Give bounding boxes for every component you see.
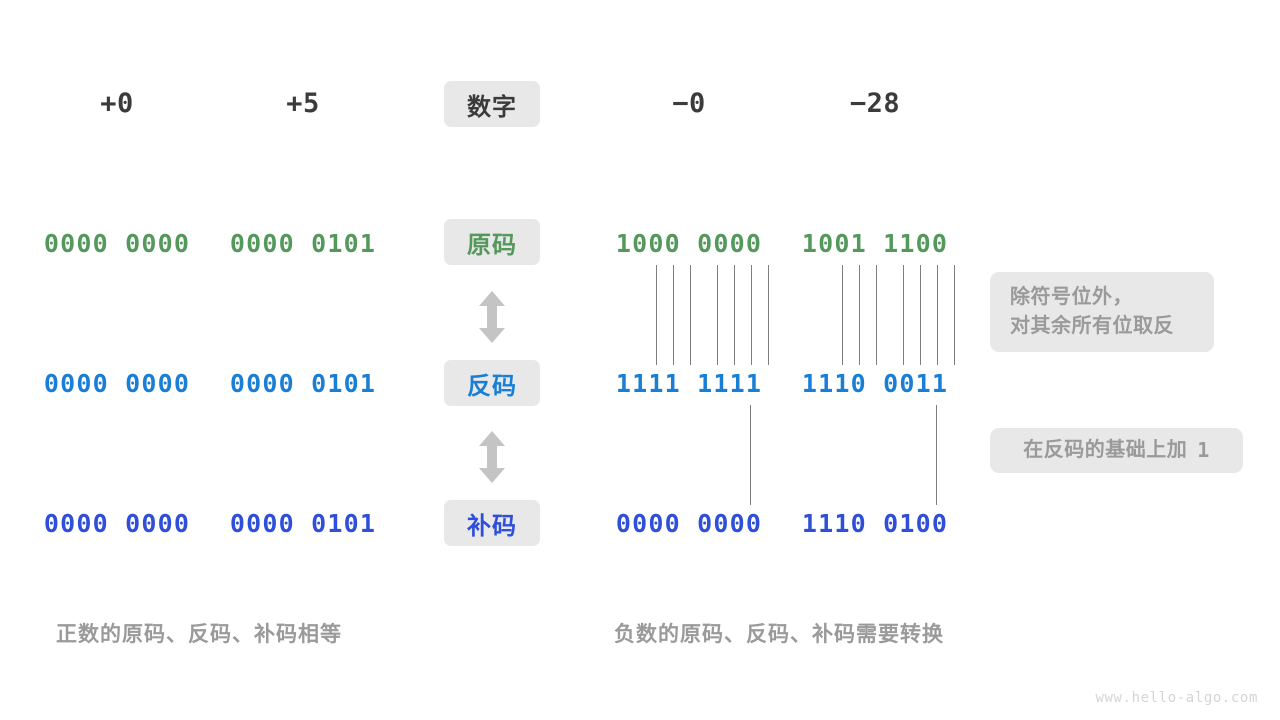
- carry-connector-neg0: [750, 405, 751, 505]
- carry-connector-neg28: [936, 405, 937, 505]
- value-buma-pos0: 0000 0000: [43, 509, 191, 538]
- column-header-pos5: +5: [286, 88, 320, 119]
- double-arrow-icon-fanma-buma: [477, 431, 507, 488]
- bit-connector-neg0-b8: [768, 265, 769, 365]
- bit-connector-neg0-b3: [673, 265, 674, 365]
- column-header-pos0: +0: [100, 88, 134, 119]
- row-label-yuanma: 原码: [444, 219, 540, 265]
- bit-connector-neg0-b7: [751, 265, 752, 365]
- bit-connector-neg0-b4: [690, 265, 691, 365]
- annotation-add-one-value: 1: [1197, 438, 1210, 462]
- annotation-invert-bits: 除符号位外， 对其余所有位取反: [990, 272, 1214, 352]
- bit-connector-neg28-b2: [842, 265, 843, 365]
- bit-connector-neg0-b2: [656, 265, 657, 365]
- row-label-fanma: 反码: [444, 360, 540, 406]
- column-header-neg0: −0: [672, 88, 706, 119]
- annotation-invert-bits-line2: 对其余所有位取反: [1010, 315, 1174, 337]
- value-fanma-pos0: 0000 0000: [43, 369, 191, 398]
- caption-negative: 负数的原码、反码、补码需要转换: [614, 623, 944, 646]
- value-fanma-neg28: 1110 0011: [801, 369, 949, 398]
- value-yuanma-neg0: 1000 0000: [615, 229, 763, 258]
- bit-connector-neg28-b6: [920, 265, 921, 365]
- value-yuanma-neg28: 1001 1100: [801, 229, 949, 258]
- bit-connector-neg28-b7: [937, 265, 938, 365]
- value-yuanma-pos5: 0000 0101: [229, 229, 377, 258]
- value-buma-neg0: 0000 0000: [615, 509, 763, 538]
- value-fanma-pos5: 0000 0101: [229, 369, 377, 398]
- annotation-add-one-text: 在反码的基础上加: [1023, 439, 1188, 461]
- column-header-neg28: −28: [849, 88, 901, 119]
- bit-connector-neg0-b6: [734, 265, 735, 365]
- watermark: www.hello-algo.com: [1095, 690, 1258, 706]
- annotation-add-one: 在反码的基础上加 1: [990, 428, 1243, 473]
- bit-connector-neg28-b4: [876, 265, 877, 365]
- value-fanma-neg0: 1111 1111: [615, 369, 763, 398]
- bit-connector-neg28-b3: [859, 265, 860, 365]
- row-header-label-number: 数字: [444, 81, 540, 127]
- value-yuanma-pos0: 0000 0000: [43, 229, 191, 258]
- double-arrow-icon-yuanma-fanma: [477, 291, 507, 348]
- bit-connector-neg28-b8: [954, 265, 955, 365]
- value-buma-pos5: 0000 0101: [229, 509, 377, 538]
- row-label-buma: 补码: [444, 500, 540, 546]
- annotation-invert-bits-line1: 除符号位外，: [1010, 286, 1133, 308]
- caption-positive: 正数的原码、反码、补码相等: [56, 623, 342, 646]
- value-buma-neg28: 1110 0100: [801, 509, 949, 538]
- bit-connector-neg28-b5: [903, 265, 904, 365]
- bit-connector-neg0-b5: [717, 265, 718, 365]
